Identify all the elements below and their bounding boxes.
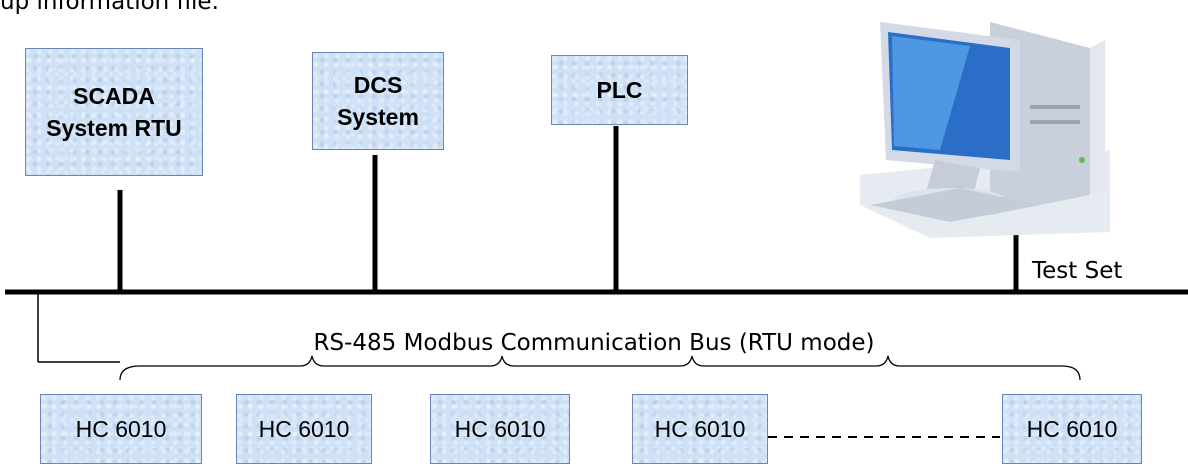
dcs-label-line1: DCS (353, 72, 403, 98)
device-label: HC 6010 (454, 415, 546, 442)
dcs-label-line2: System (337, 104, 419, 130)
dcs-system-box: DCS System (312, 52, 444, 150)
device-label: HC 6010 (75, 415, 167, 442)
plc-label: PLC (596, 77, 643, 103)
scada-label-line2: System RTU (46, 115, 182, 141)
device-box: HC 6010 (236, 394, 372, 464)
desktop-computer-icon (860, 22, 1110, 238)
caption-text: up information file. (0, 0, 219, 15)
device-brace (119, 355, 1081, 381)
device-box: HC 6010 (1002, 394, 1142, 464)
device-label: HC 6010 (258, 415, 350, 442)
device-box: HC 6010 (430, 394, 570, 464)
scada-system-box: SCADA System RTU (25, 48, 203, 176)
device-box: HC 6010 (40, 394, 202, 464)
device-box: HC 6010 (632, 394, 768, 464)
device-label: HC 6010 (654, 415, 746, 442)
scada-label-line1: SCADA (73, 83, 155, 109)
plc-box: PLC (551, 55, 688, 125)
test-set-label: Test Set (1032, 258, 1123, 284)
device-label: HC 6010 (1026, 415, 1118, 442)
bus-label: RS-485 Modbus Communication Bus (RTU mod… (313, 330, 875, 356)
